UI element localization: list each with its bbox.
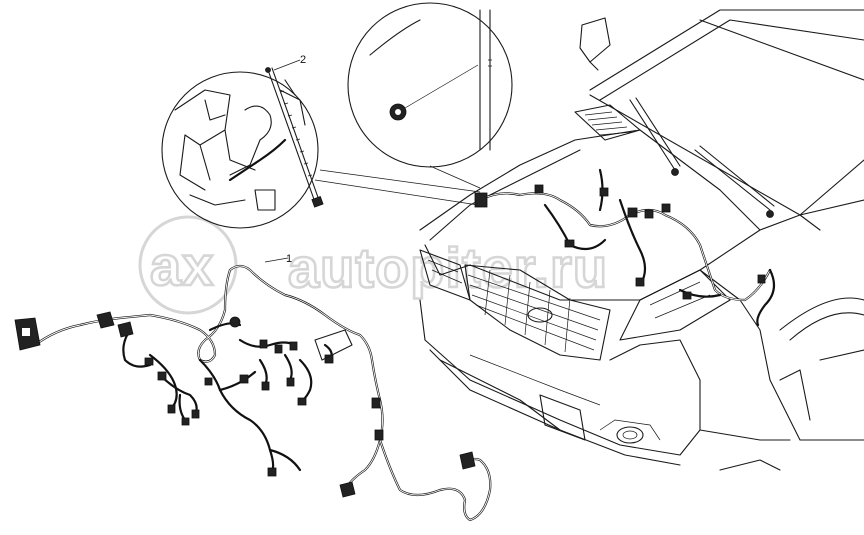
harness-connectors [14,311,476,498]
headlight-right [619,269,731,341]
wiring-harness: 1 [14,253,492,522]
detail-view-bracket [314,2,513,206]
harness-bracket [314,329,353,361]
fog-light-icon [616,426,644,444]
detail-view-strap: 2 [161,54,324,229]
svg-text:ax: ax [150,234,214,297]
callout-strap: 2 [300,54,306,66]
front-bumper [419,299,701,466]
installed-harness [474,168,776,327]
strap [265,67,324,208]
wiper-left [629,97,681,176]
callout-harness: 1 [286,253,292,265]
front-grille [464,264,611,361]
callout-leader-strap [273,59,301,71]
wiper-right [694,145,775,218]
callout-leader-harness [264,257,289,263]
vehicle-front [419,9,864,471]
watermark-text: autopiter.ru [288,236,608,299]
watermark-logo-icon: ax [138,215,238,315]
